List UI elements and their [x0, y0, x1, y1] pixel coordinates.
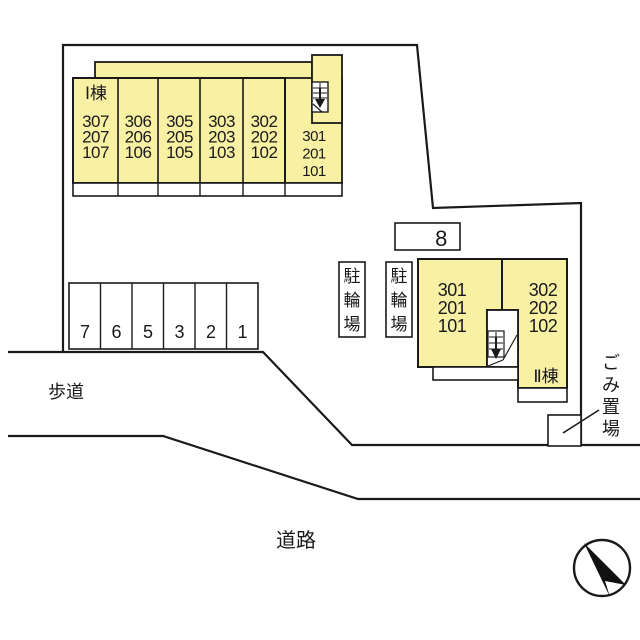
unit-label: 302 [251, 112, 278, 131]
unit-label: 202 [251, 128, 278, 147]
unit-label: 202 [529, 298, 558, 318]
stair-landing-line [487, 359, 504, 367]
stair-landing-line [502, 334, 518, 361]
bicycle-parking-label-char: 輪 [391, 291, 408, 310]
stairs-down-icon [487, 330, 518, 367]
bicycle-parking-label-char: 輪 [344, 291, 361, 310]
unit-label: 203 [208, 128, 235, 147]
bicycle-parking-outline [338, 261, 366, 338]
unit-label: 201 [438, 298, 467, 318]
unit-label: 301 [302, 128, 326, 145]
unit-label: 102 [529, 316, 558, 336]
parking-space-8-outline [394, 222, 461, 251]
unit-label: 102 [251, 143, 278, 162]
building-1-unit-row [72, 77, 286, 184]
unit-label: 305 [166, 112, 193, 131]
garbage-area: ご み 置 場 [547, 353, 620, 447]
garbage-label-char: 置 [602, 397, 620, 417]
unit-label: 105 [166, 143, 193, 162]
bicycle-parking-label-char: 場 [344, 315, 361, 334]
building-1-corridor [94, 61, 313, 80]
unit-label: 207 [82, 128, 109, 147]
bicycle-parking-outline [385, 261, 413, 338]
stair-landing-line [312, 103, 323, 113]
bicycle-parking-right: 駐 輪 場 [385, 261, 413, 338]
parking-space-label: 7 [80, 322, 90, 342]
parking-space-8: 8 [394, 222, 461, 251]
garbage-box [547, 414, 582, 447]
sidewalk-edge-line [8, 350, 640, 447]
road-edge-line [8, 434, 640, 501]
property-boundary-line [61, 43, 583, 446]
unit-label: 107 [82, 143, 109, 162]
unit-label: 201 [302, 146, 326, 163]
unit-label: 306 [125, 112, 152, 131]
parking-space-label: 6 [111, 322, 121, 342]
compass-north-arrow [584, 543, 626, 597]
unit-label: 303 [208, 112, 235, 131]
building-2-entrance-strip [517, 387, 568, 403]
building-2: 301 201 101 302 202 102 Ⅱ棟 [417, 258, 568, 403]
bicycle-parking-label-char: 駐 [344, 267, 361, 286]
parking-row: 7 6 5 3 2 1 [68, 282, 259, 350]
unit-label: 307 [82, 112, 109, 131]
unit-label: 101 [302, 163, 326, 180]
down-arrow-head [491, 349, 501, 359]
unit-label: 301 [438, 280, 467, 300]
sidewalk-label: 歩道 [48, 382, 84, 402]
building-1-name: Ⅰ棟 [85, 84, 107, 103]
road-label: 道路 [276, 529, 316, 552]
down-arrow-head [315, 99, 325, 108]
unit-label: 106 [125, 143, 152, 162]
north-compass-icon [572, 538, 632, 598]
unit-label: 103 [208, 143, 235, 162]
parking-space-label: 1 [237, 322, 247, 342]
building-1: Ⅰ棟 307 207 107 306 206 106 305 205 105 3… [72, 54, 343, 197]
garbage-pointer-line [562, 409, 600, 434]
bicycle-parking-label-char: 駐 [391, 267, 408, 286]
unit-label: 206 [125, 128, 152, 147]
unit-label: 101 [438, 316, 467, 336]
building-2-name: Ⅱ棟 [533, 367, 558, 386]
bicycle-parking-left: 駐 輪 場 [338, 261, 366, 338]
garbage-label-char: み [602, 375, 620, 395]
unit-label: 302 [529, 280, 558, 300]
parking-space-label: 3 [174, 322, 184, 342]
unit-label: 205 [166, 128, 193, 147]
parking-space-label: 5 [143, 322, 153, 342]
bicycle-parking-label-char: 場 [391, 315, 408, 334]
building-2-entrance-strip [432, 366, 519, 381]
garbage-label-char: ご [602, 353, 620, 373]
garbage-label-char: 場 [602, 419, 620, 439]
parking-space-label: 8 [435, 226, 447, 251]
parking-space-label: 2 [206, 322, 216, 342]
building-1-entrance-strip [72, 182, 343, 197]
stairs-down-icon [311, 81, 329, 113]
